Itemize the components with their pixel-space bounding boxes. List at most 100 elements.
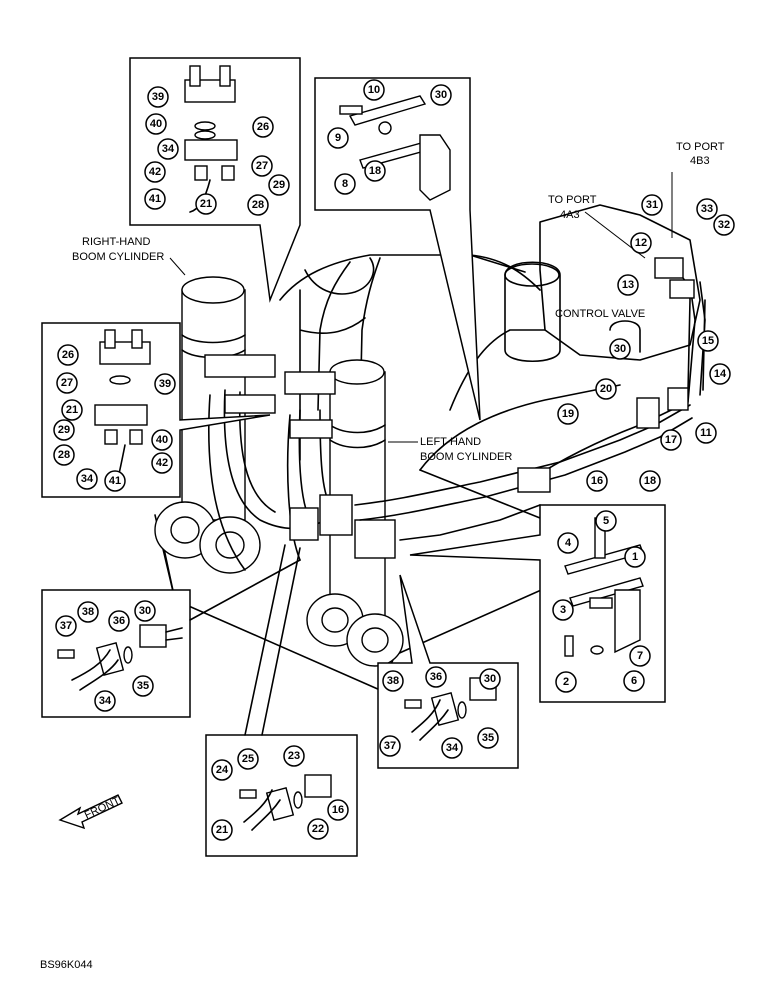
callout-39: 39 — [147, 86, 169, 108]
svg-text:13: 13 — [622, 279, 634, 291]
label-to-port-4b3-1: TO PORT — [676, 141, 725, 153]
callout-38: 38 — [77, 601, 99, 623]
callout-37: 37 — [379, 735, 401, 757]
callout-26: 26 — [57, 344, 79, 366]
callout-32: 32 — [713, 214, 735, 236]
callout-14: 14 — [709, 363, 731, 385]
callout-3: 3 — [552, 599, 574, 621]
svg-text:21: 21 — [200, 198, 212, 210]
callout-19: 19 — [557, 403, 579, 425]
callout-22: 22 — [307, 818, 329, 840]
label-to-port-4a3-1: TO PORT — [548, 194, 597, 206]
callout-20: 20 — [595, 378, 617, 400]
svg-text:18: 18 — [369, 165, 381, 177]
callout-41: 41 — [104, 470, 126, 492]
svg-text:28: 28 — [58, 449, 70, 461]
callout-29: 29 — [53, 419, 75, 441]
callout-27: 27 — [56, 372, 78, 394]
svg-text:41: 41 — [149, 193, 161, 205]
callout-7: 7 — [629, 645, 651, 667]
callout-13: 13 — [617, 274, 639, 296]
pipe-16-lower — [359, 417, 693, 521]
svg-text:38: 38 — [387, 675, 399, 687]
callout-40: 40 — [145, 113, 167, 135]
callout-23: 23 — [283, 745, 305, 767]
callout-9: 9 — [327, 127, 349, 149]
tube-clamp-left — [289, 419, 333, 439]
label-right-boom-1: RIGHT-HAND — [82, 236, 151, 248]
callout-30: 30 — [609, 338, 631, 360]
tube-clamp-lower — [224, 394, 276, 414]
svg-text:18: 18 — [644, 475, 656, 487]
label-to-port-4a3-2: 4A3 — [560, 209, 580, 221]
svg-text:39: 39 — [152, 91, 164, 103]
svg-text:19: 19 — [562, 408, 574, 420]
callout-30: 30 — [479, 668, 501, 690]
svg-text:12: 12 — [635, 237, 647, 249]
fitting-block-b — [354, 519, 396, 559]
callout-38: 38 — [382, 670, 404, 692]
label-left-boom-2: BOOM CYLINDER — [420, 451, 512, 463]
svg-text:4: 4 — [565, 537, 572, 549]
svg-text:36: 36 — [430, 671, 442, 683]
callout-2: 2 — [555, 671, 577, 693]
svg-text:7: 7 — [637, 650, 643, 662]
svg-text:39: 39 — [159, 378, 171, 390]
svg-text:16: 16 — [332, 804, 344, 816]
callout-11: 11 — [695, 422, 717, 444]
svg-text:35: 35 — [137, 680, 149, 692]
svg-text:37: 37 — [384, 740, 396, 752]
callout-31: 31 — [641, 194, 663, 216]
detail-box-middle-left — [41, 322, 271, 498]
svg-text:25: 25 — [242, 753, 254, 765]
callout-36: 36 — [108, 610, 130, 632]
callout-28: 28 — [247, 194, 269, 216]
front-arrow: FRONT — [58, 794, 123, 830]
svg-text:22: 22 — [312, 823, 324, 835]
svg-text:30: 30 — [484, 673, 496, 685]
svg-text:24: 24 — [216, 764, 229, 776]
left-hand-boom-cylinder — [306, 359, 404, 667]
callout-5: 5 — [595, 510, 617, 532]
svg-text:34: 34 — [99, 695, 112, 707]
callout-27: 27 — [251, 155, 273, 177]
tank-cylinder — [504, 261, 561, 363]
callout-24: 24 — [211, 759, 233, 781]
svg-text:38: 38 — [82, 606, 94, 618]
svg-text:21: 21 — [216, 824, 228, 836]
svg-text:21: 21 — [66, 404, 78, 416]
callout-21: 21 — [211, 819, 233, 841]
pipe-clamp-center — [517, 467, 551, 493]
callout-41: 41 — [144, 188, 166, 210]
callout-30: 30 — [430, 84, 452, 106]
callout-39: 39 — [154, 373, 176, 395]
callout-17: 17 — [660, 429, 682, 451]
tube-clamp-upper — [204, 354, 276, 378]
callout-34: 34 — [157, 138, 179, 160]
pipe-clamp-11 — [667, 387, 689, 411]
svg-text:27: 27 — [256, 160, 268, 172]
callout-35: 35 — [132, 675, 154, 697]
svg-text:42: 42 — [149, 166, 161, 178]
svg-text:34: 34 — [162, 143, 175, 155]
svg-text:9: 9 — [335, 132, 341, 144]
svg-text:34: 34 — [446, 742, 459, 754]
svg-text:3: 3 — [560, 604, 566, 616]
svg-text:28: 28 — [252, 199, 264, 211]
callout-21: 21 — [61, 399, 83, 421]
callout-10: 10 — [363, 79, 385, 101]
label-left-boom-1: LEFT-HAND — [420, 436, 481, 448]
svg-text:30: 30 — [139, 605, 151, 617]
clamp-bar — [348, 95, 427, 126]
svg-text:32: 32 — [718, 219, 730, 231]
svg-text:6: 6 — [631, 675, 637, 687]
boom-arm-right — [419, 254, 621, 471]
tube-clamp-mid — [284, 371, 336, 395]
callout-35: 35 — [477, 727, 499, 749]
callout-12: 12 — [630, 232, 652, 254]
svg-text:15: 15 — [702, 335, 714, 347]
hose-left-3 — [286, 414, 301, 561]
svg-text:26: 26 — [62, 349, 74, 361]
callout-26: 26 — [252, 116, 274, 138]
